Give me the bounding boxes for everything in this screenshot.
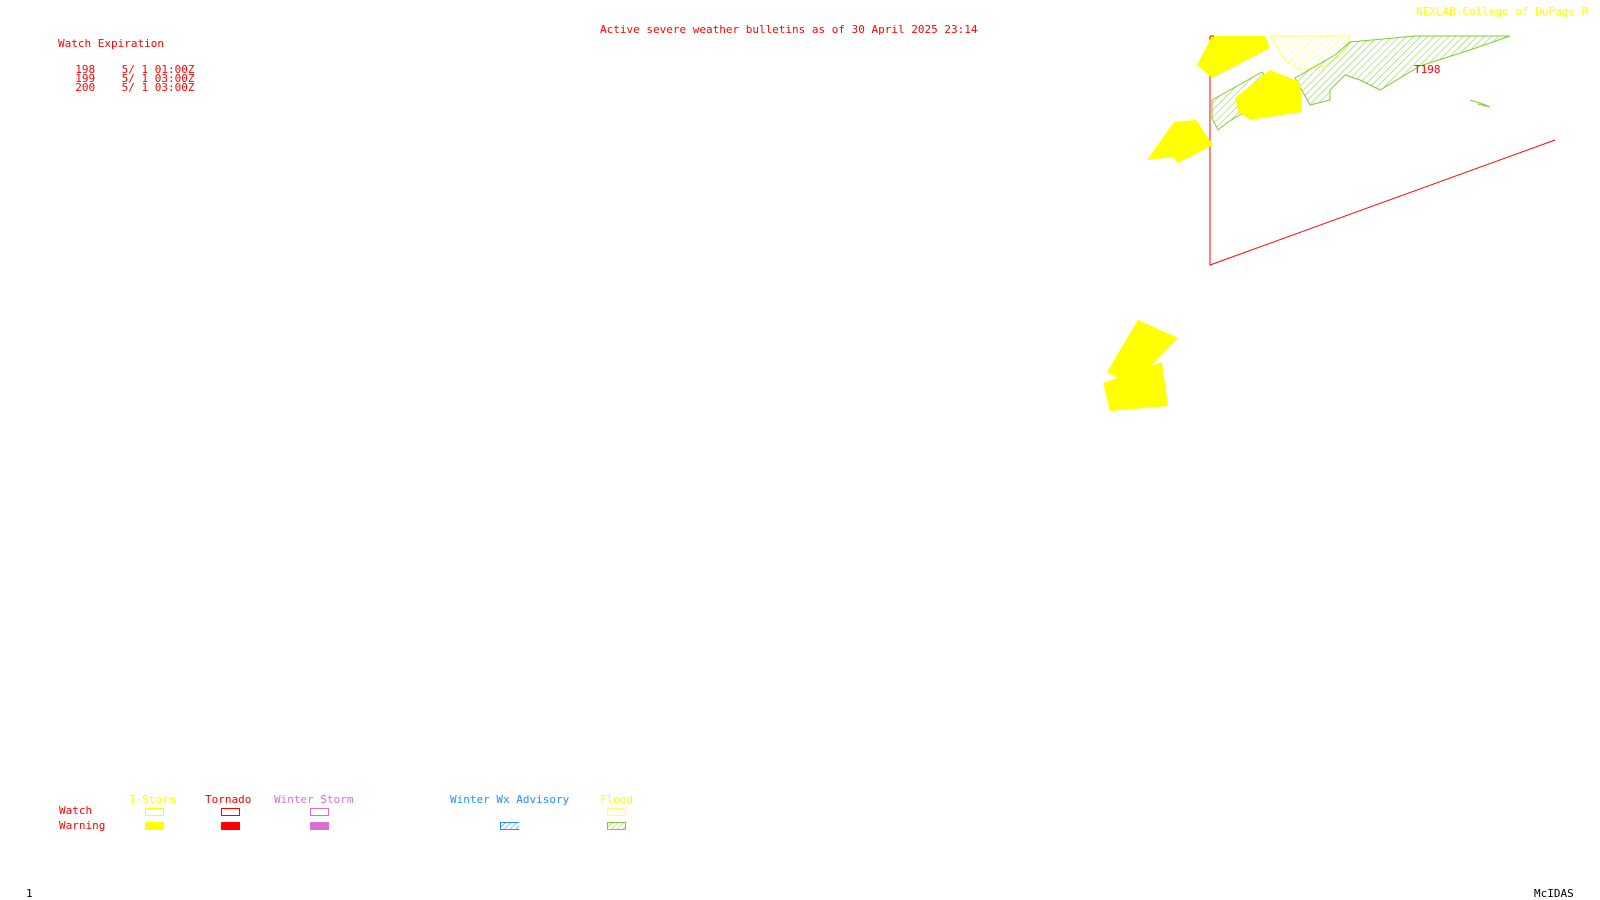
tstorm-warning-4 [1107,320,1178,379]
tstorm-warning-5 [1103,362,1168,411]
legend-flood-watch-swatch [607,808,626,816]
watch-expires: 5/ 1 01:00Z [121,63,195,76]
legend-tstorm-watch-swatch [145,808,164,816]
tstorm-warning-1 [1197,36,1270,78]
legend-tstorm-label: T-Storm [129,793,176,806]
watch-id: 200 [75,81,96,94]
legend-flood-warning-swatch [607,822,626,830]
software-label: McIDAS [1534,887,1574,900]
tstorm-warning-2 [1235,70,1302,120]
bulletin-title: Active severe weather bulletins as of 30… [600,23,978,36]
watch-row: 200 5/ 1 03:00Z [62,73,194,93]
watch-id: 199 [75,72,96,85]
watch-id: 198 [75,63,96,76]
tstorm-warning-3 [1147,120,1213,163]
watch-label-t198: T198 [1414,63,1441,76]
legend-winter-storm-warning-swatch [310,822,329,830]
legend-row-warning: Warning [59,819,106,832]
watch-expires: 5/ 1 03:00Z [121,81,195,94]
legend-row-watch: Watch [59,804,93,817]
flood-warning-sliver [1469,99,1491,108]
legend-tornado-label: Tornado [205,793,252,806]
legend-winter-advisory-swatch [500,822,519,830]
watch-table-heading: Watch Expiration [58,37,164,50]
tornado-watch-198-outline [1209,36,1556,266]
legend-winter-advisory-label: Winter Wx Advisory [450,793,570,806]
watch-row: 199 5/ 1 03:00Z [62,64,194,84]
legend-winter-storm-label: Winter Storm [274,793,354,806]
legend-tstorm-warning-swatch [145,822,164,830]
legend-tornado-warning-swatch [221,822,240,830]
legend-flood-label: Flood [600,793,634,806]
legend-tornado-watch-swatch [221,808,240,816]
watch-row: 198 5/ 1 01:00Z [62,55,194,75]
frame-number: 1 [26,887,33,900]
legend-winter-storm-watch-swatch [310,808,329,816]
source-credit: NEXLAB-College of DuPage R [1416,5,1589,18]
watch-expires: 5/ 1 03:00Z [121,72,195,85]
